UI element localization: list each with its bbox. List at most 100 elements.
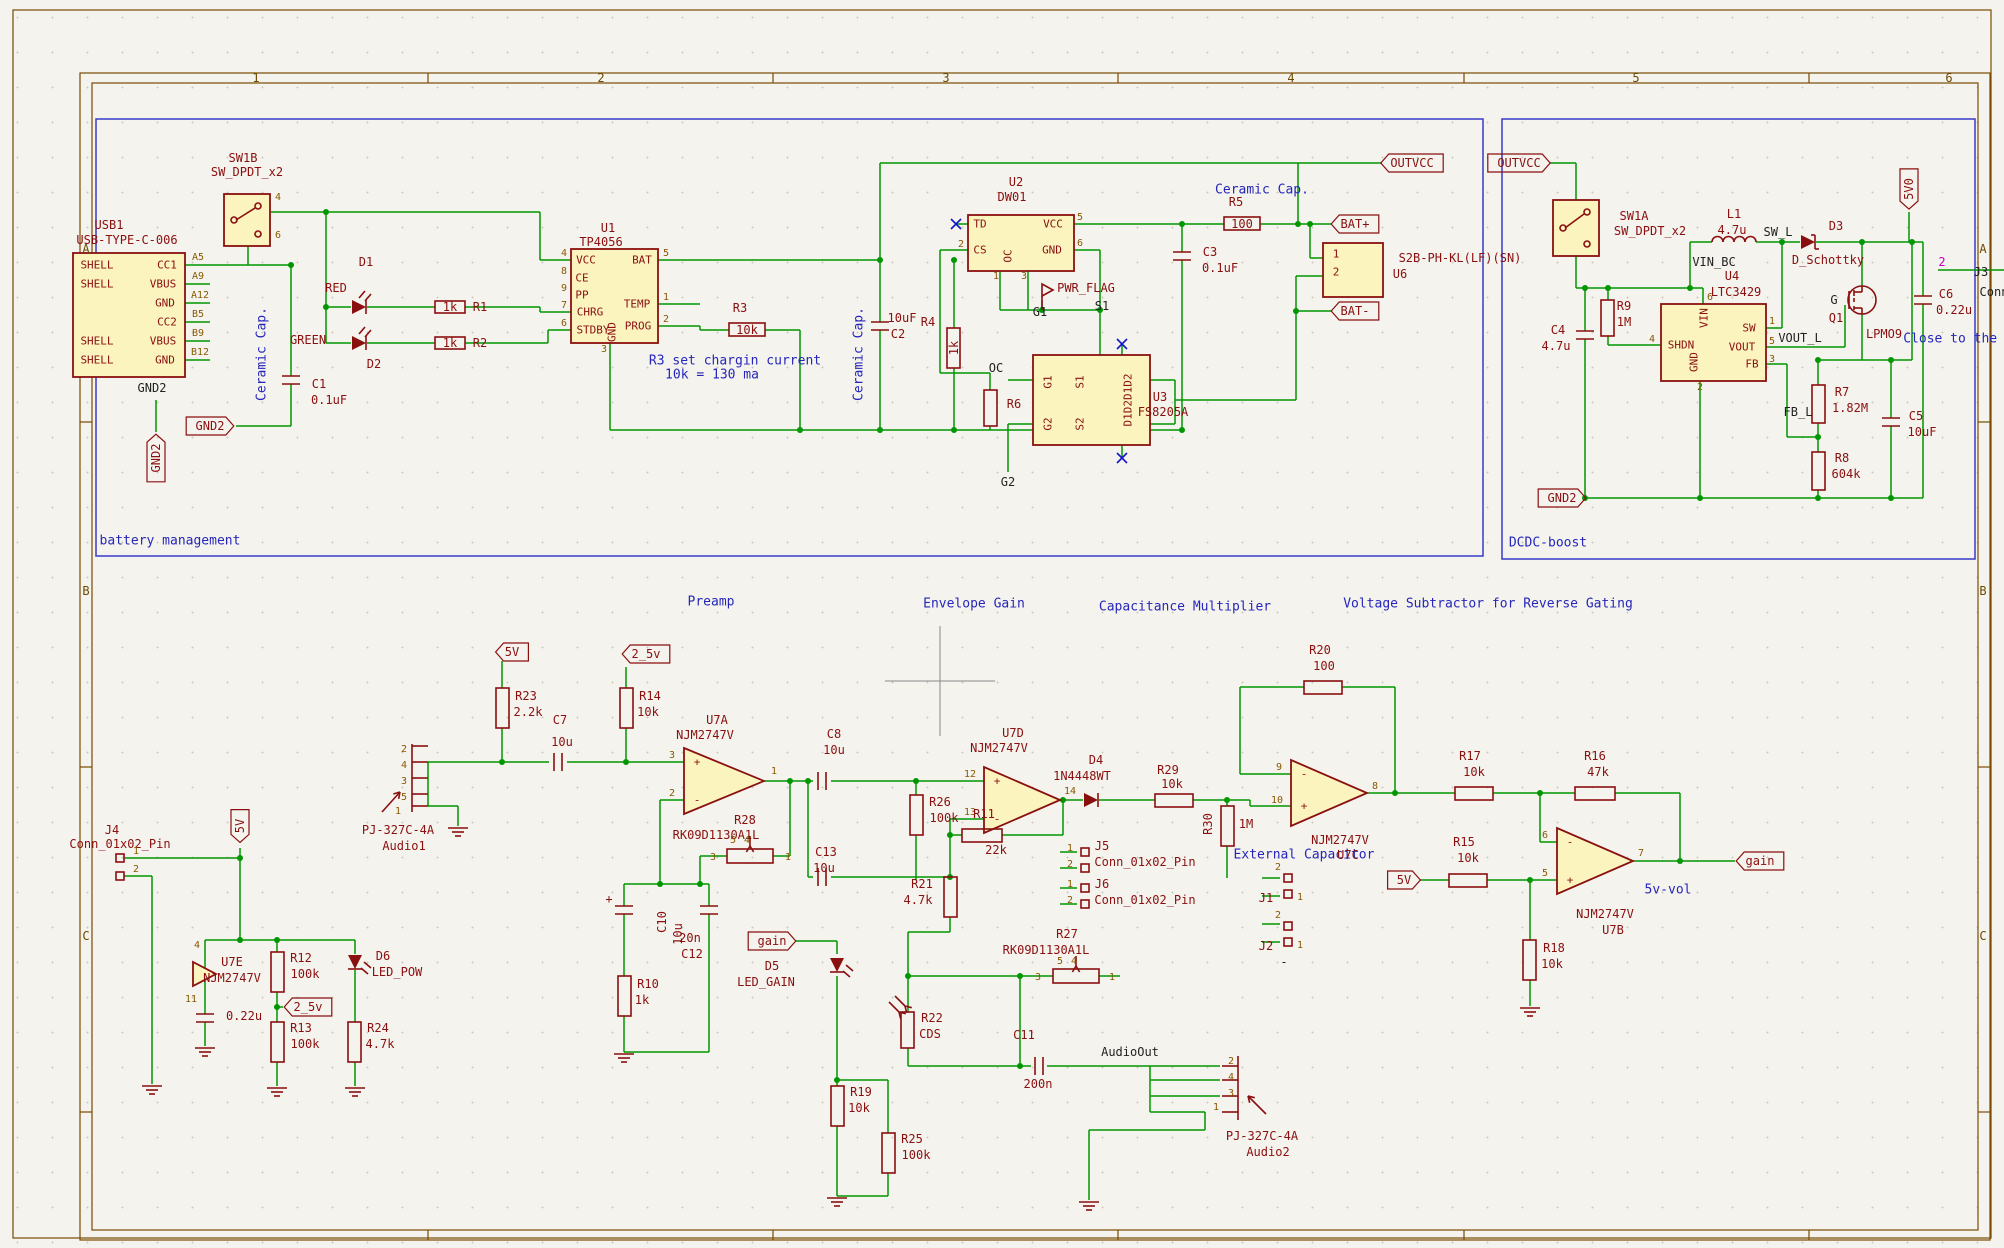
symbol-D2-emit-arrow[interactable] [364, 329, 372, 338]
symbol-SW1B-contact[interactable] [254, 202, 262, 210]
arrow-head[interactable] [898, 1011, 906, 1015]
symbol-J1-pin[interactable] [1283, 889, 1293, 899]
symbol-J2-pin[interactable] [1283, 921, 1293, 931]
arrow-head[interactable] [898, 1011, 902, 1019]
symbol-U7D[interactable] [983, 765, 1063, 835]
symbol-R19[interactable] [830, 1085, 845, 1127]
symbol-U4[interactable] [1660, 303, 1767, 382]
symbol-J6-pin[interactable] [1080, 883, 1090, 893]
symbol-SW1B-contact[interactable] [254, 230, 262, 238]
junction[interactable] [1017, 1063, 1023, 1069]
symbol-J4-pin[interactable] [115, 871, 125, 881]
junction[interactable] [323, 209, 329, 215]
junction[interactable] [1888, 495, 1894, 501]
junction[interactable] [951, 427, 957, 433]
net-flag-BAT-[interactable] [1330, 301, 1380, 321]
symbol-D2[interactable] [352, 336, 366, 350]
junction[interactable] [1677, 858, 1683, 864]
arrow-head[interactable] [904, 1005, 908, 1013]
junction[interactable] [274, 1004, 280, 1010]
junction[interactable] [1815, 434, 1821, 440]
symbol-D1-emit-arrow[interactable] [364, 293, 372, 302]
junction[interactable] [697, 881, 703, 887]
section-battery-management[interactable] [95, 118, 1484, 557]
junction[interactable] [1697, 495, 1703, 501]
symbol-U7A[interactable] [683, 746, 767, 816]
symbol-PWR_FLAG-flag[interactable] [1041, 282, 1055, 298]
junction[interactable] [237, 855, 243, 861]
net-flag-5V[interactable] [494, 642, 530, 662]
symbol-U7C[interactable] [1290, 758, 1370, 828]
symbol-R23[interactable] [495, 687, 510, 729]
symbol-R21[interactable] [943, 876, 958, 918]
junction[interactable] [1097, 307, 1103, 313]
junction[interactable] [1392, 790, 1398, 796]
junction[interactable] [1060, 797, 1066, 803]
symbol-D4[interactable] [1084, 793, 1098, 807]
junction[interactable] [288, 262, 294, 268]
symbol-SW1A-lever[interactable] [1564, 213, 1585, 229]
net-flag-OUTVCC[interactable] [1487, 153, 1552, 173]
symbol-U1[interactable] [570, 248, 659, 344]
arrow-head[interactable] [1247, 1095, 1251, 1103]
symbol-U2[interactable] [967, 214, 1075, 272]
symbol-R27[interactable] [1052, 968, 1100, 984]
junction[interactable] [1224, 797, 1230, 803]
junction[interactable] [905, 973, 911, 979]
symbol-SW1B-lever[interactable] [235, 207, 256, 221]
symbol-R22-light-arrow[interactable] [894, 995, 906, 1007]
net-flag-gain[interactable] [1735, 851, 1785, 871]
net-flag-2_5v[interactable] [283, 997, 333, 1017]
junction[interactable] [1687, 285, 1693, 291]
junction[interactable] [1017, 973, 1023, 979]
symbol-R5[interactable] [1223, 216, 1261, 231]
symbol-J2-pin[interactable] [1283, 937, 1293, 947]
junction[interactable] [797, 427, 803, 433]
net-flag-OUTVCC[interactable] [1379, 153, 1444, 173]
junction[interactable] [1179, 221, 1185, 227]
symbol-R12[interactable] [270, 951, 285, 993]
net-flag-2_5v[interactable] [621, 644, 671, 664]
junction[interactable] [1582, 285, 1588, 291]
junction[interactable] [834, 1077, 840, 1083]
junction[interactable] [1815, 357, 1821, 363]
net-flag-5V[interactable] [1386, 870, 1422, 890]
symbol-D5-emit-arrow[interactable] [842, 970, 851, 978]
symbol-R30[interactable] [1220, 805, 1235, 847]
arrow-head[interactable] [749, 845, 755, 853]
symbol-R22[interactable] [900, 1011, 915, 1049]
net-flag-BAT+[interactable] [1330, 214, 1380, 234]
symbol-R15[interactable] [1448, 873, 1488, 888]
arrow-head[interactable] [1075, 965, 1081, 973]
junction[interactable] [787, 778, 793, 784]
symbol-U6[interactable] [1322, 242, 1384, 298]
symbol-R3[interactable] [728, 322, 766, 337]
symbol-R20[interactable] [1303, 680, 1343, 695]
symbol-R7[interactable] [1811, 384, 1826, 424]
symbol-R18[interactable] [1522, 939, 1537, 981]
arrow-head[interactable] [397, 791, 401, 800]
symbol-R11[interactable] [961, 828, 1003, 843]
junction[interactable] [1179, 427, 1185, 433]
junction[interactable] [1888, 357, 1894, 363]
symbol-R17[interactable] [1454, 786, 1494, 801]
symbol-R1[interactable] [434, 300, 466, 314]
junction[interactable] [913, 778, 919, 784]
symbol-R2[interactable] [434, 336, 466, 350]
no-connect-icon[interactable] [950, 218, 962, 230]
symbol-D6-emit-arrow[interactable] [363, 961, 372, 969]
symbol-R26[interactable] [909, 794, 924, 836]
junction[interactable] [1527, 877, 1533, 883]
symbol-R8[interactable] [1811, 451, 1826, 491]
junction[interactable] [1307, 221, 1313, 227]
junction[interactable] [623, 759, 629, 765]
symbol-R14[interactable] [619, 687, 634, 729]
symbol-D1[interactable] [352, 300, 366, 314]
symbol-R24[interactable] [347, 1021, 362, 1063]
symbol-U3[interactable] [1032, 354, 1151, 446]
symbol-R29[interactable] [1154, 793, 1194, 808]
symbol-J6-pin[interactable] [1080, 899, 1090, 909]
symbol-J4-pin[interactable] [115, 853, 125, 863]
junction[interactable] [1909, 239, 1915, 245]
symbol-D6-emit-arrow[interactable] [360, 967, 369, 975]
